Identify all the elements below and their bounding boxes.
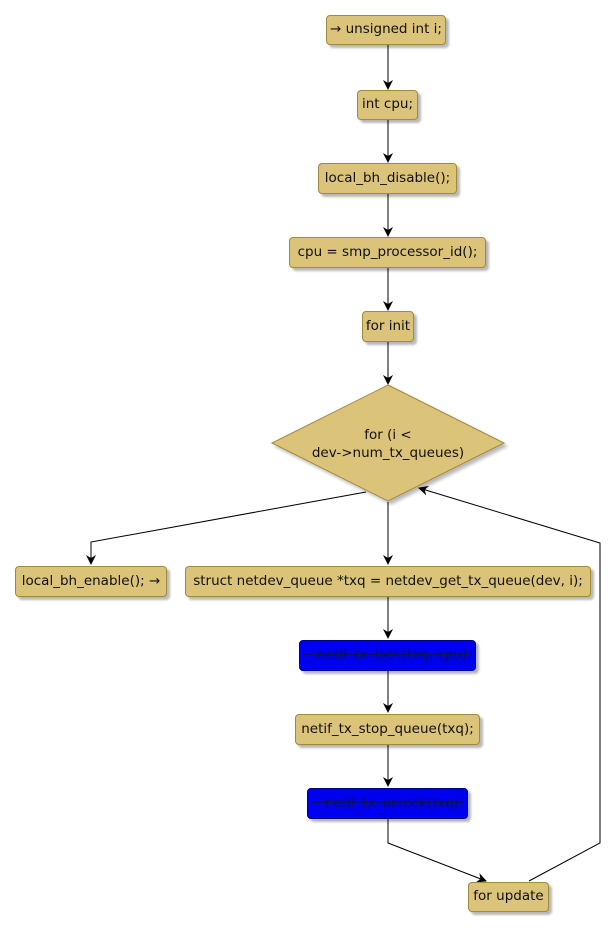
tx-lock-node: __netif_tx_lock(txq, cpu); — [299, 640, 476, 671]
get-tx-queue-label: struct netdev_queue *txq = netdev_get_tx… — [193, 572, 583, 589]
loop-condition-diamond — [270, 384, 506, 502]
for-init-label: for init — [365, 317, 411, 334]
loop-condition-line1: for (i < — [364, 427, 412, 443]
edge-body4-update — [387, 819, 487, 883]
declare-cpu-label: int cpu; — [362, 96, 413, 113]
processor-id-label: cpu = smp_processor_id(); — [297, 243, 478, 260]
loop-condition-label: for (i < dev->num_tx_queues) — [288, 426, 488, 462]
declare-i-node: → unsigned int i; — [326, 15, 446, 45]
edge-cond-exit — [86, 491, 367, 565]
bh-enable-node: local_bh_enable(); → — [15, 566, 167, 597]
processor-id-node: cpu = smp_processor_id(); — [289, 237, 486, 268]
get-tx-queue-node: struct netdev_queue *txq = netdev_get_tx… — [185, 566, 591, 597]
for-update-node: for update — [468, 882, 549, 912]
stop-queue-node: netif_tx_stop_queue(txq); — [295, 714, 480, 745]
loop-condition-line2: dev->num_tx_queues) — [311, 445, 465, 461]
tx-unlock-node: __netif_tx_unlock(txq); — [307, 788, 468, 819]
for-init-node: for init — [362, 311, 414, 342]
bh-disable-label: local_bh_disable(); — [324, 169, 451, 186]
bh-disable-node: local_bh_disable(); — [318, 163, 457, 194]
for-update-label: for update — [473, 888, 544, 905]
edge-update-cond — [418, 485, 601, 882]
tx-unlock-label: __netif_tx_unlock(txq); — [311, 794, 464, 811]
declare-cpu-node: int cpu; — [357, 90, 418, 120]
stop-queue-label: netif_tx_stop_queue(txq); — [301, 720, 474, 737]
declare-i-label: → unsigned int i; — [330, 21, 442, 38]
bh-enable-label: local_bh_enable(); → — [21, 572, 161, 589]
tx-lock-label: __netif_tx_lock(txq, cpu); — [303, 646, 472, 663]
